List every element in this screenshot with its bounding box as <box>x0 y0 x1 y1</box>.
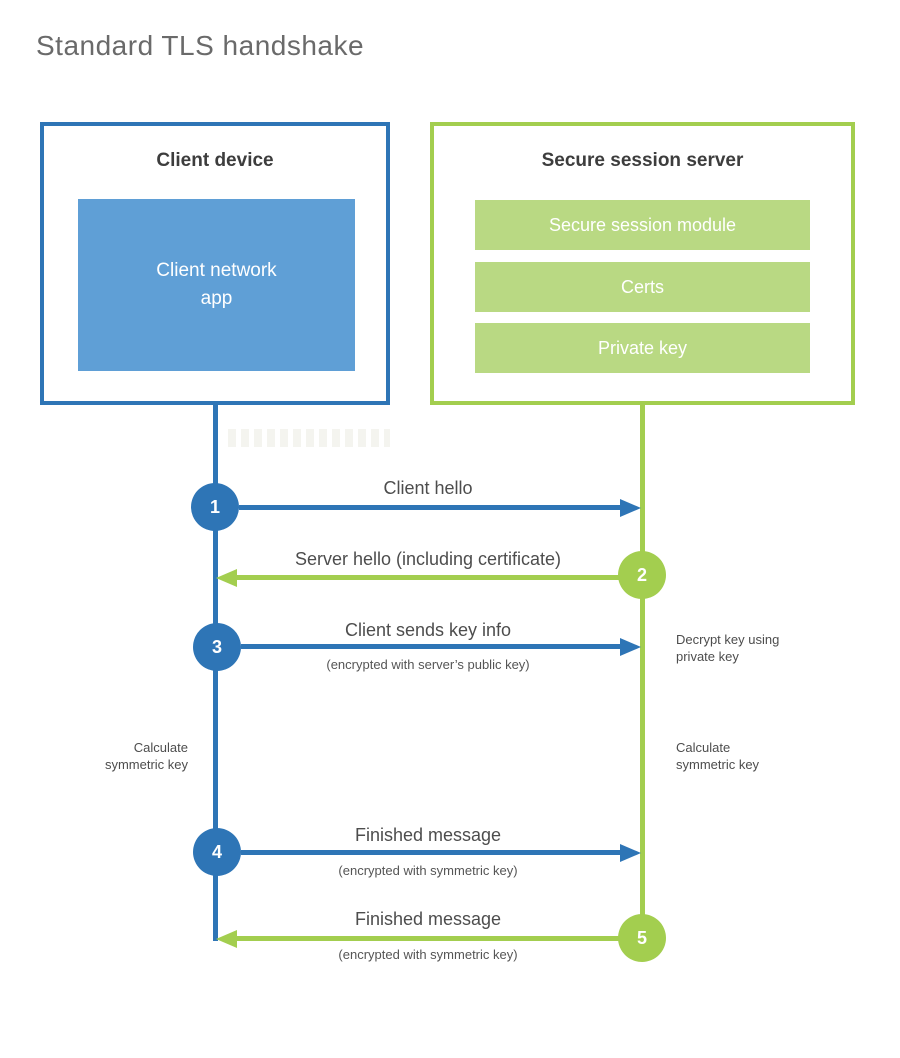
step2-arrow-shaft <box>236 575 642 580</box>
step3-arrow-shaft <box>241 644 621 649</box>
step3-label: Client sends key info <box>344 620 512 640</box>
client-device-box: Client device Client network app <box>40 122 390 405</box>
note-decrypt-key: Decrypt key using private key <box>676 632 780 664</box>
step5-arrowhead-left-icon <box>216 930 237 948</box>
client-lifeline <box>213 403 218 941</box>
step2-arrowhead-left-icon <box>216 569 237 587</box>
client-device-title: Client device <box>156 150 274 171</box>
step5-sublabel: (encrypted with symmetric key) <box>338 947 518 962</box>
step5-circle: 5 <box>618 914 666 962</box>
note-calculate-symmetric-key-server: Calculate symmetric key <box>676 740 760 772</box>
step1-label: Client hello <box>383 478 473 498</box>
step1-circle: 1 <box>191 483 239 531</box>
step4-sublabel: (encrypted with symmetric key) <box>338 863 518 878</box>
step1-arrow-shaft <box>239 505 621 510</box>
step1-arrowhead-right-icon <box>620 499 641 517</box>
server-module-bar-certs: Certs <box>475 262 810 312</box>
secure-session-server-title: Secure session server <box>541 150 744 171</box>
step2-circle: 2 <box>618 551 666 599</box>
server-lifeline <box>640 403 645 938</box>
step4-arrow-shaft <box>241 850 621 855</box>
note-calculate-symmetric-key-client: Calculate symmetric key <box>104 740 188 772</box>
step3-sublabel: (encrypted with server’s public key) <box>326 657 530 672</box>
secure-session-server-box: Secure session server Secure session mod… <box>430 122 855 405</box>
step4-label: Finished message <box>354 825 502 845</box>
client-network-app-box: Client network app <box>78 199 355 371</box>
step4-circle: 4 <box>193 828 241 876</box>
page-title: Standard TLS handshake <box>36 30 365 61</box>
step5-label: Finished message <box>354 909 502 929</box>
step5-arrow-shaft <box>236 936 642 941</box>
server-module-bar-secure-session-module: Secure session module <box>475 200 810 250</box>
server-module-bar-private-key: Private key <box>475 323 810 373</box>
step2-label: Server hello (including certificate) <box>294 549 562 569</box>
step3-arrowhead-right-icon <box>620 638 641 656</box>
step4-arrowhead-right-icon <box>620 844 641 862</box>
faint-artifact <box>228 429 390 447</box>
step3-circle: 3 <box>193 623 241 671</box>
